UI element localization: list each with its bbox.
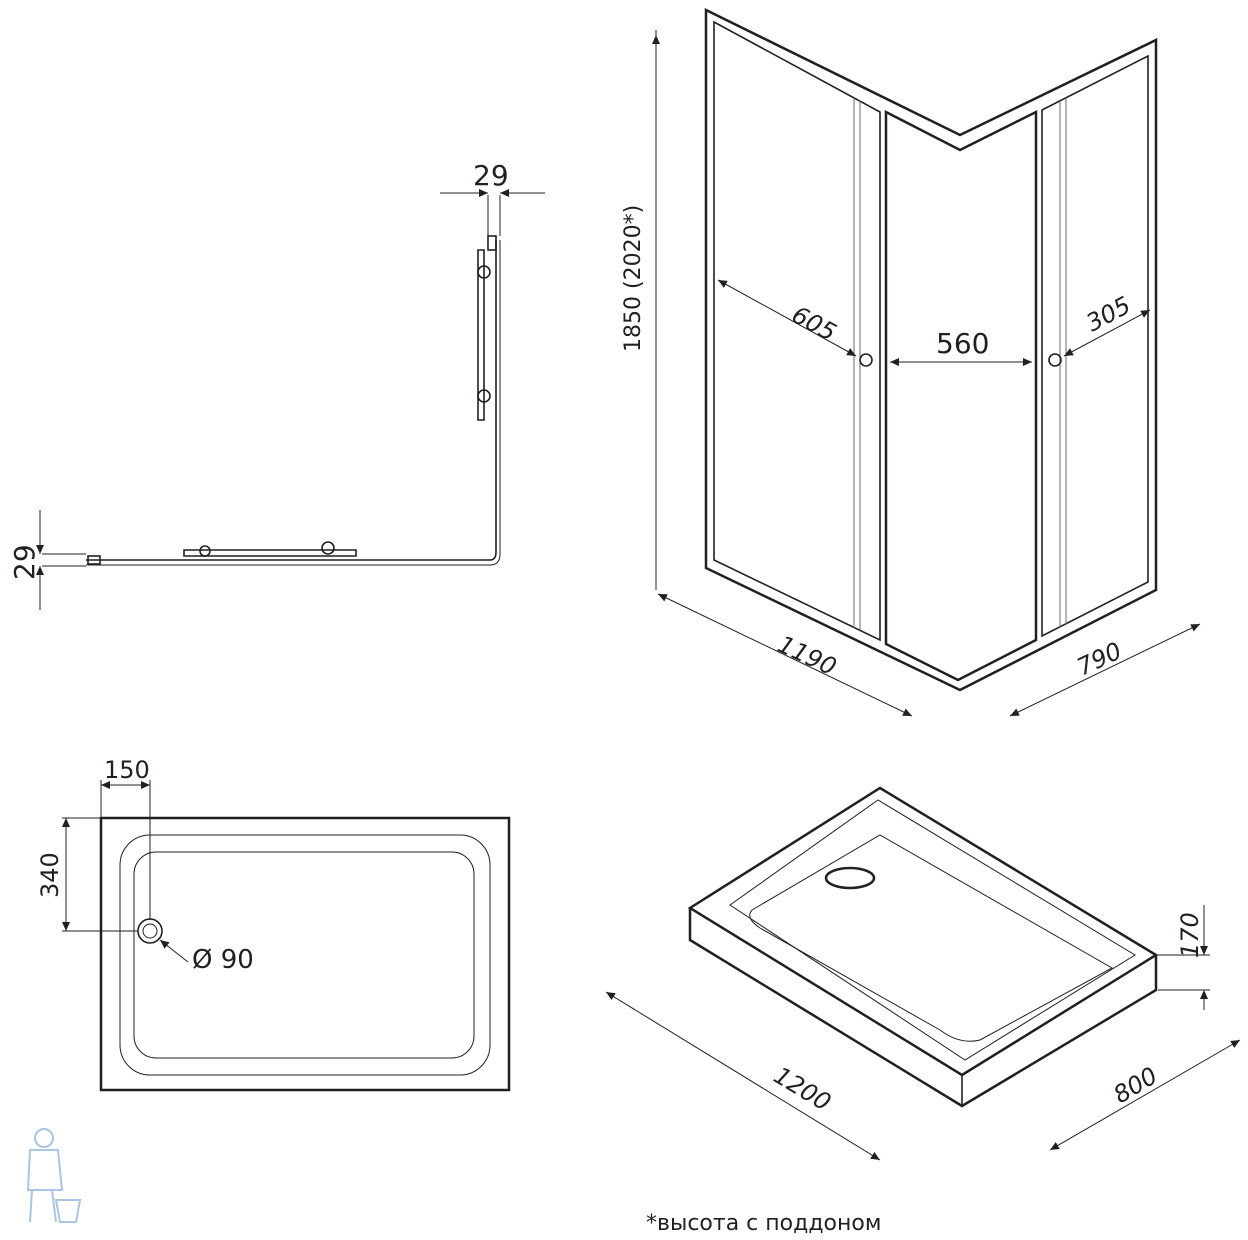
dim-door-right: 305	[1082, 291, 1136, 337]
tray-3d: 170 1200 800	[605, 786, 1241, 1161]
svg-text:1850 (2020*): 1850 (2020*)	[621, 205, 646, 352]
dim-drain-x: 150	[104, 756, 150, 784]
dim-height-with-tray: (2020*)	[621, 205, 646, 289]
dim-tray-height: 170	[1176, 912, 1204, 958]
footnote: *высота с поддоном	[646, 1211, 882, 1236]
dim-tray-length: 1200	[769, 1061, 836, 1116]
tray-plan: 150 340 Ø 90	[36, 756, 511, 1092]
enclosure-outline	[704, 7, 1158, 692]
dim-height: 1850	[621, 296, 646, 352]
dim-top-29: 29	[473, 159, 509, 192]
mascot-logo-icon	[26, 1128, 82, 1223]
dim-left-29: 29	[8, 544, 41, 580]
dim-door-opening: 560	[936, 327, 989, 360]
dim-drain-diameter: Ø 90	[192, 945, 254, 975]
tray-3d-outline	[687, 786, 1159, 1108]
dim-tray-width: 800	[1109, 1062, 1163, 1110]
dim-depth: 790	[1073, 637, 1126, 682]
tray-plan-outline	[99, 816, 511, 1092]
dim-door-left: 605	[787, 301, 841, 347]
top-view-frame	[86, 240, 497, 561]
top-view: 29 29	[8, 159, 545, 610]
dim-drain-y: 340	[36, 852, 64, 898]
dim-width: 1190	[773, 630, 840, 681]
enclosure-3d: 1850 (2020*) 605 560 305 1190 790	[621, 7, 1201, 717]
